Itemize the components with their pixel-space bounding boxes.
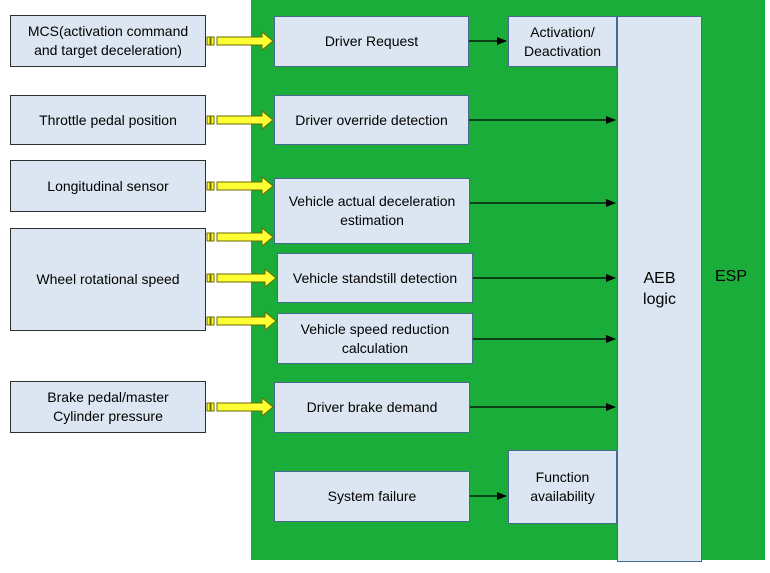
activation-deactivation: Activation/ Deactivation — [508, 16, 617, 67]
input-longitudinal: Longitudinal sensor — [10, 160, 206, 212]
signal-arrows — [469, 37, 616, 500]
func-brake-demand: Driver brake demand — [274, 382, 470, 433]
function-availability: Function availability — [508, 450, 617, 524]
func-system-failure: System failure — [274, 471, 470, 522]
input-arrow-longitudinal — [206, 175, 274, 197]
func-standstill: Vehicle standstill detection — [277, 253, 473, 303]
func-decel-estimation: Vehicle actual deceleration estimation — [274, 178, 470, 244]
esp-label: ESP — [714, 268, 747, 285]
input-arrow-wheel-1 — [206, 226, 274, 248]
input-wheel-speed: Wheel rotational speed — [10, 228, 206, 331]
input-arrow-throttle — [206, 109, 274, 131]
input-throttle: Throttle pedal position — [10, 95, 206, 145]
input-brake-pressure: Brake pedal/master Cylinder pressure — [10, 381, 206, 433]
input-mcs: MCS(activation command and target decele… — [10, 15, 206, 67]
input-arrows — [206, 30, 277, 418]
aeb-logic-block: AEB logic — [617, 16, 702, 562]
input-arrow-wheel-3 — [206, 310, 277, 332]
input-arrow-mcs — [206, 30, 274, 52]
func-driver-override: Driver override detection — [274, 95, 469, 145]
input-arrow-wheel-2 — [206, 267, 277, 289]
input-arrow-brake — [206, 396, 274, 418]
func-speed-reduction: Vehicle speed reduction calculation — [277, 313, 473, 364]
func-driver-request: Driver Request — [274, 16, 469, 67]
